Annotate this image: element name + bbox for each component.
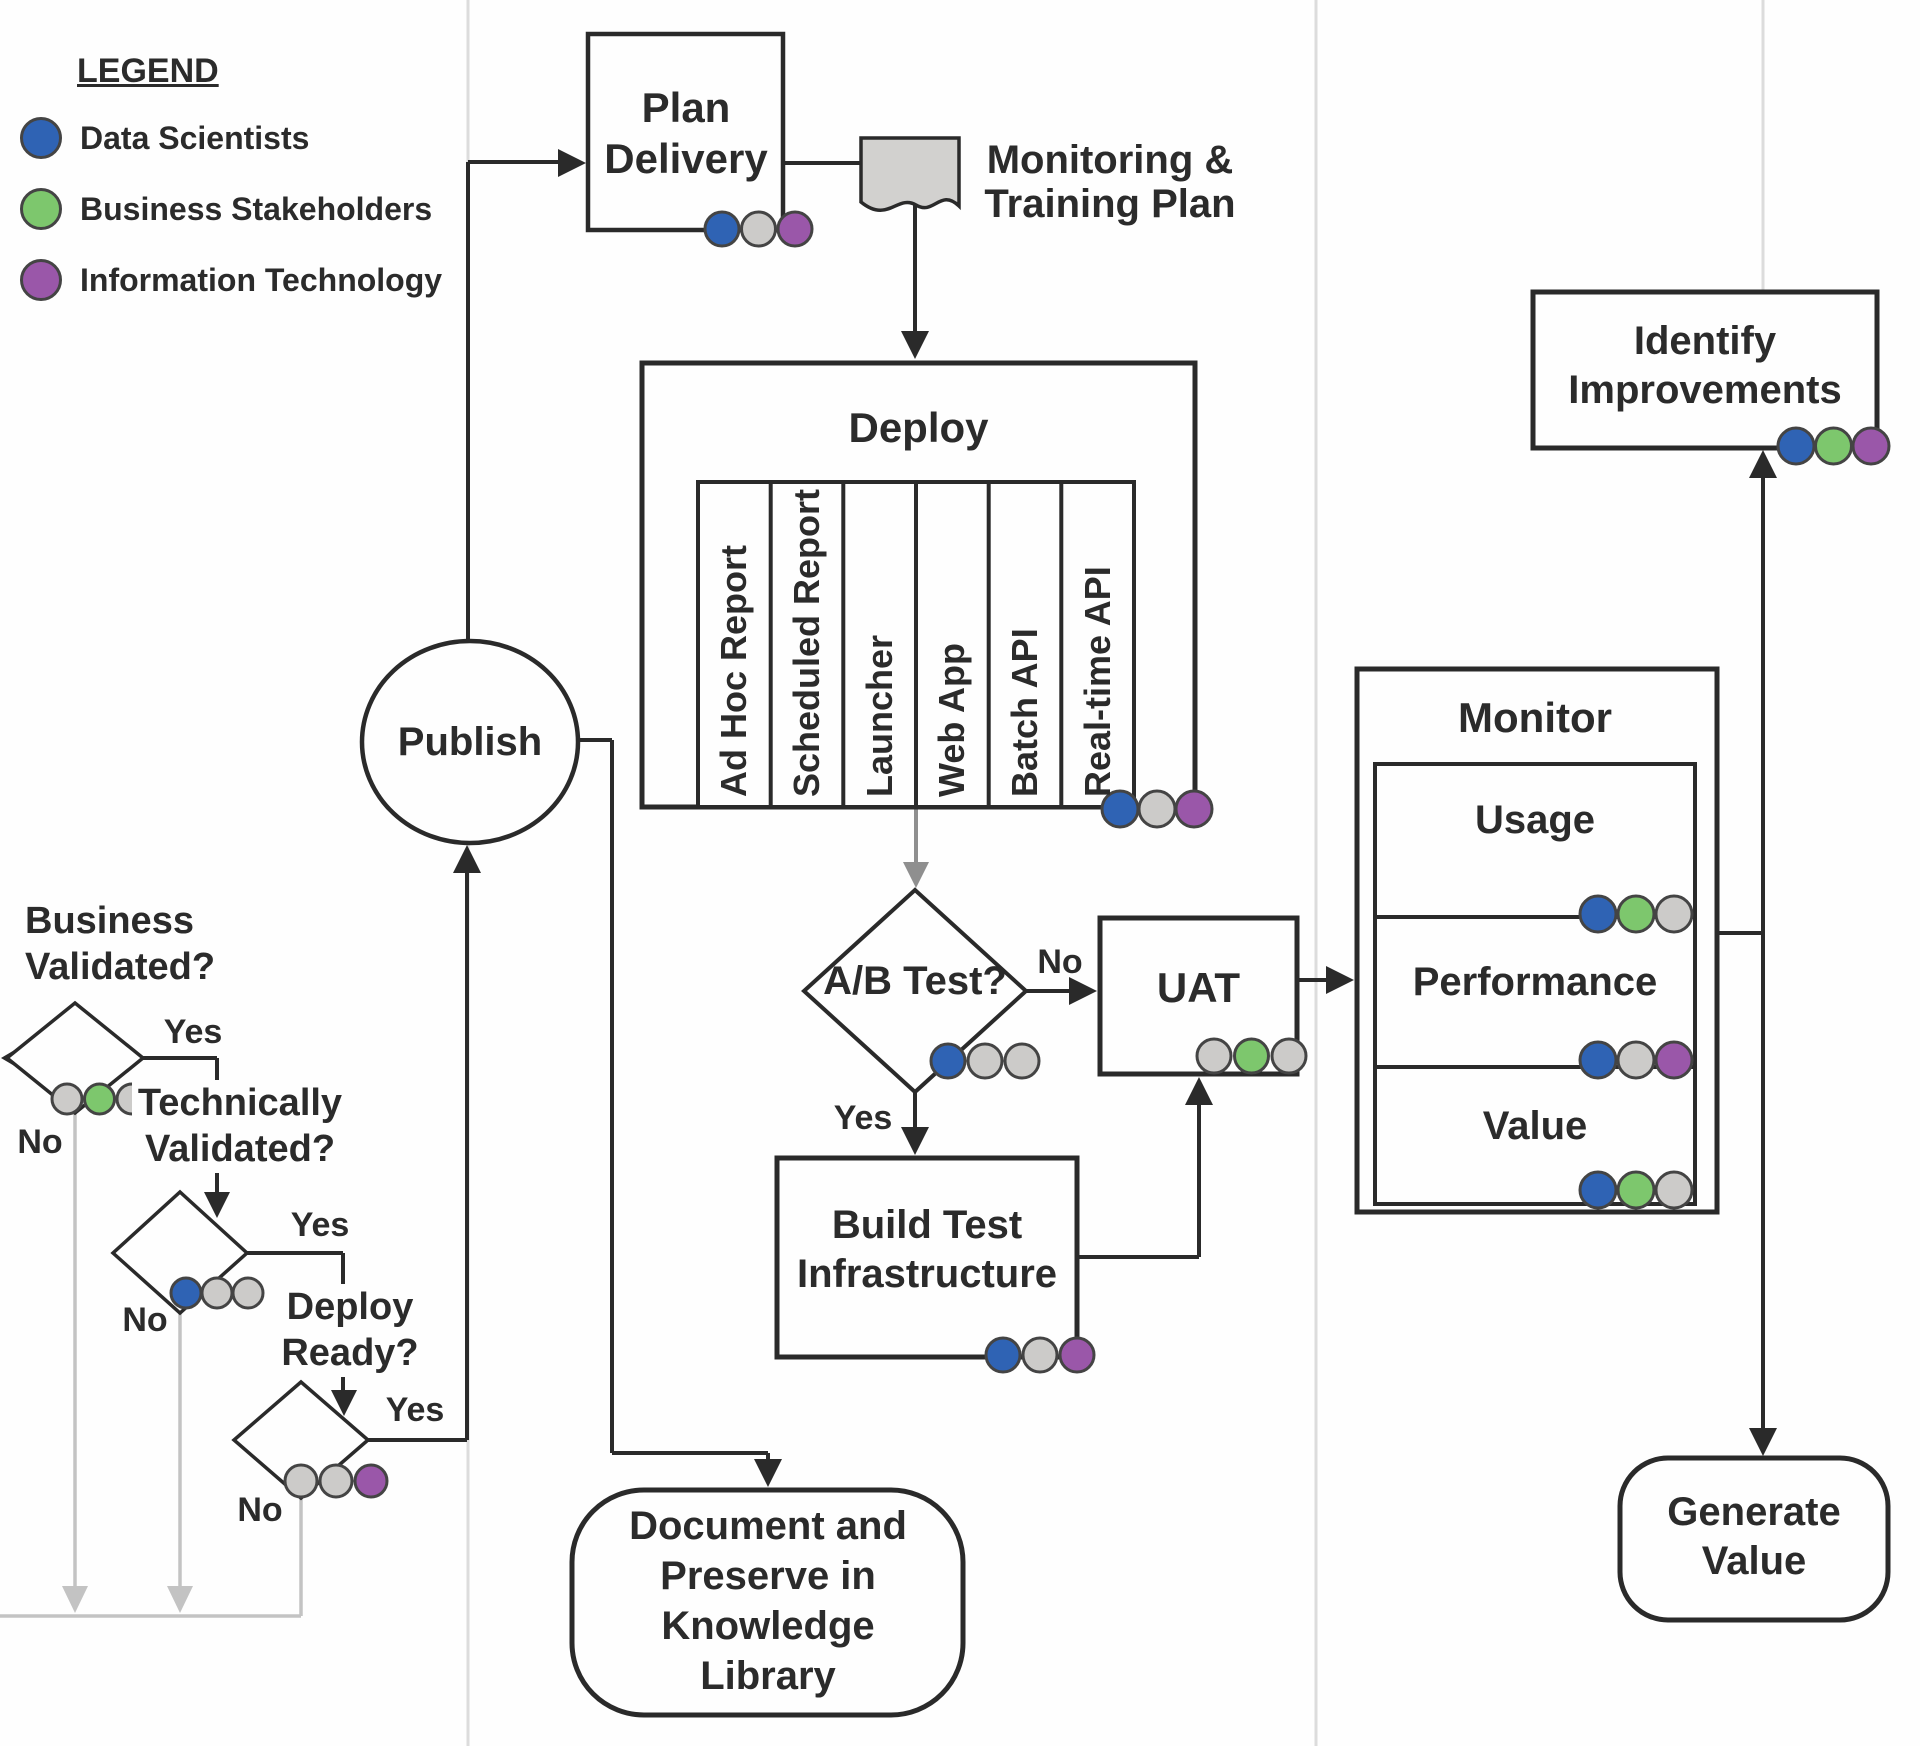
uat-role-dot-1 [1195,1037,1233,1075]
monitor-performance-label: Performance [1412,960,1658,1004]
identify-improvements-box [1530,289,1880,451]
deploy-ready-role-dot-3 [353,1463,389,1499]
monitoring-training-plan-label: Monitoring & Training Plan [984,138,1236,226]
uat-label: UAT [1156,964,1241,1012]
monitor-inner-box [1373,762,1697,1206]
technically-validated-label: Technically Validated? [132,1080,348,1173]
deploy-channel-scheduled-report: Scheduled Report [786,488,827,797]
legend-item-business-stakeholders: Business Stakeholders [20,188,442,230]
document-library-label: Document and Preserve in Knowledge Libra… [629,1503,907,1698]
technically-validated-no-label: No [122,1301,168,1339]
build-test-infrastructure-role-dot-2 [1021,1336,1059,1374]
deploy-channel-launcher: Launcher [859,634,900,797]
ab-test-diamond [801,887,1029,1095]
identify-improvements-role-dot-3 [1851,426,1891,466]
ab-test-role-dot-2 [966,1042,1004,1080]
deploy-channel-batch-api: Batch API [1004,628,1045,797]
tv-no-arrowhead [167,1586,193,1613]
monitor-title: Monitor [1458,694,1612,741]
deploy-ready-label: Deploy Ready? [275,1284,425,1377]
monitor-value-role-dot-1 [1578,1170,1618,1210]
deploy-ready-role-dot-2 [318,1463,354,1499]
role-dots-layer [50,210,1891,1499]
deploy-to-abtest-arrowhead [903,862,929,888]
generate-value-label: Generate Value [1667,1490,1841,1583]
deploy-channel-web-app: Web App [931,643,972,797]
ab-test-label: A/B Test? [823,958,1007,1003]
business-validated-role-dot-1 [50,1082,84,1116]
no-feedback-connectors [0,1113,303,1618]
publish-circle [359,638,581,846]
deploy-role-dot-2 [1137,789,1177,829]
business-validated-role-dot-2 [83,1082,116,1116]
monitor-usage-label: Usage [1474,798,1596,842]
uat-role-dot-3 [1270,1037,1308,1075]
deploy-channel-dividers [768,482,1064,807]
uat-role-dot-2 [1233,1037,1270,1075]
legend: LEGEND Data Scientists Business Stakehol… [20,52,442,332]
plan-delivery-label: Plan Delivery [604,83,768,182]
technically-validated-role-dot-2 [200,1276,234,1310]
build-test-infrastructure-box [774,1155,1080,1360]
business-validated-no-label: No [17,1123,63,1161]
ab-test-no-label: No [1037,943,1083,981]
plan-delivery-box [585,31,786,233]
monitor-value-role-dot-2 [1616,1170,1656,1210]
data-scientists-dot-icon [20,117,62,159]
legend-title: LEGEND [77,52,219,90]
deploy-ready-yes-label: Yes [385,1391,445,1429]
build-test-infrastructure-role-dot-1 [984,1336,1022,1374]
monitor-performance-role-dot-2 [1616,1040,1656,1080]
monitor-performance-role-dot-3 [1654,1040,1694,1080]
identify-improvements-label: Identify Improvements [1568,319,1842,412]
ab-test-role-dot-1 [929,1042,967,1080]
business-validated-yes-label: Yes [163,1013,223,1051]
ab-test-role-dot-3 [1003,1042,1041,1080]
legend-item-label: Information Technology [80,261,443,298]
legend-item-label: Business Stakeholders [80,190,433,227]
plan-delivery-role-dot-1 [703,210,741,248]
monitoring-plan-document-shape [859,136,961,213]
monitor-performance-role-dot-1 [1578,1040,1618,1080]
technically-validated-yes-label: Yes [290,1206,350,1244]
deploy-channel-real-time-api: Real-time API [1077,566,1118,797]
build-test-infrastructure-label: Build Test Infrastructure [796,1202,1058,1296]
deploy-ready-role-dot-1 [283,1463,319,1499]
bv-no-arrowhead [62,1586,88,1613]
monitor-usage-role-dot-3 [1654,894,1694,934]
publish-label: Publish [397,719,543,764]
deploy-title: Deploy [848,404,989,451]
legend-item-label: Data Scientists [80,119,310,156]
business-stakeholders-dot-icon [20,188,62,230]
plan-delivery-role-dot-2 [740,210,777,248]
generate-value-box [1617,1455,1891,1623]
build-test-infrastructure-role-dot-3 [1058,1336,1096,1374]
monitor-usage-role-dot-2 [1616,894,1656,934]
document-library-box [569,1487,966,1718]
technically-validated-role-dot-3 [231,1276,265,1310]
flow-connectors [143,160,1765,1461]
legend-item-data-scientists: Data Scientists [20,117,442,159]
business-validated-label: Business Validated? [25,900,216,989]
deploy-role-dot-3 [1174,789,1214,829]
monitor-value-label: Value [1482,1104,1588,1148]
plan-delivery-role-dot-3 [776,210,814,248]
deploy-channel-ad-hoc-report: Ad Hoc Report [713,545,754,797]
information-technology-dot-icon [20,259,62,301]
legend-item-information-technology: Information Technology [20,259,443,301]
deploy-ready-no-label: No [237,1491,283,1529]
monitor-usage-role-dot-1 [1578,894,1618,934]
ab-test-yes-label: Yes [833,1099,893,1137]
monitor-value-role-dot-3 [1654,1170,1694,1210]
